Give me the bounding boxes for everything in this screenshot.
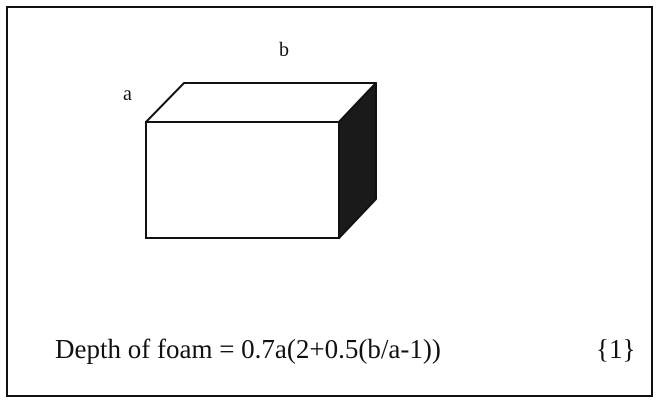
- box-front-face: [145, 121, 340, 239]
- box-top-face: [145, 82, 377, 123]
- depth-of-foam-formula: Depth of foam = 0.7a(2+0.5(b/a-1)): [55, 334, 441, 364]
- edge-label-a: a: [123, 83, 132, 105]
- edge-label-b: b: [279, 39, 289, 61]
- equation-number: {1}: [596, 334, 636, 364]
